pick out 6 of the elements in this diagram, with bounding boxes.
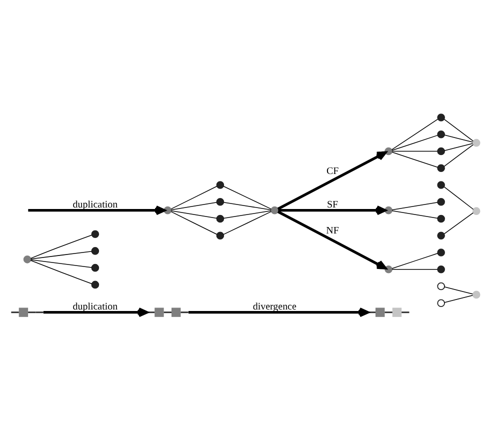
edge-label: CF — [326, 165, 339, 176]
edge-label: duplication — [72, 199, 118, 210]
edge-label: SF — [327, 199, 338, 210]
edge-label: NF — [326, 225, 339, 236]
edge-label: duplication — [72, 301, 118, 312]
edge-label: divergence — [252, 301, 296, 312]
